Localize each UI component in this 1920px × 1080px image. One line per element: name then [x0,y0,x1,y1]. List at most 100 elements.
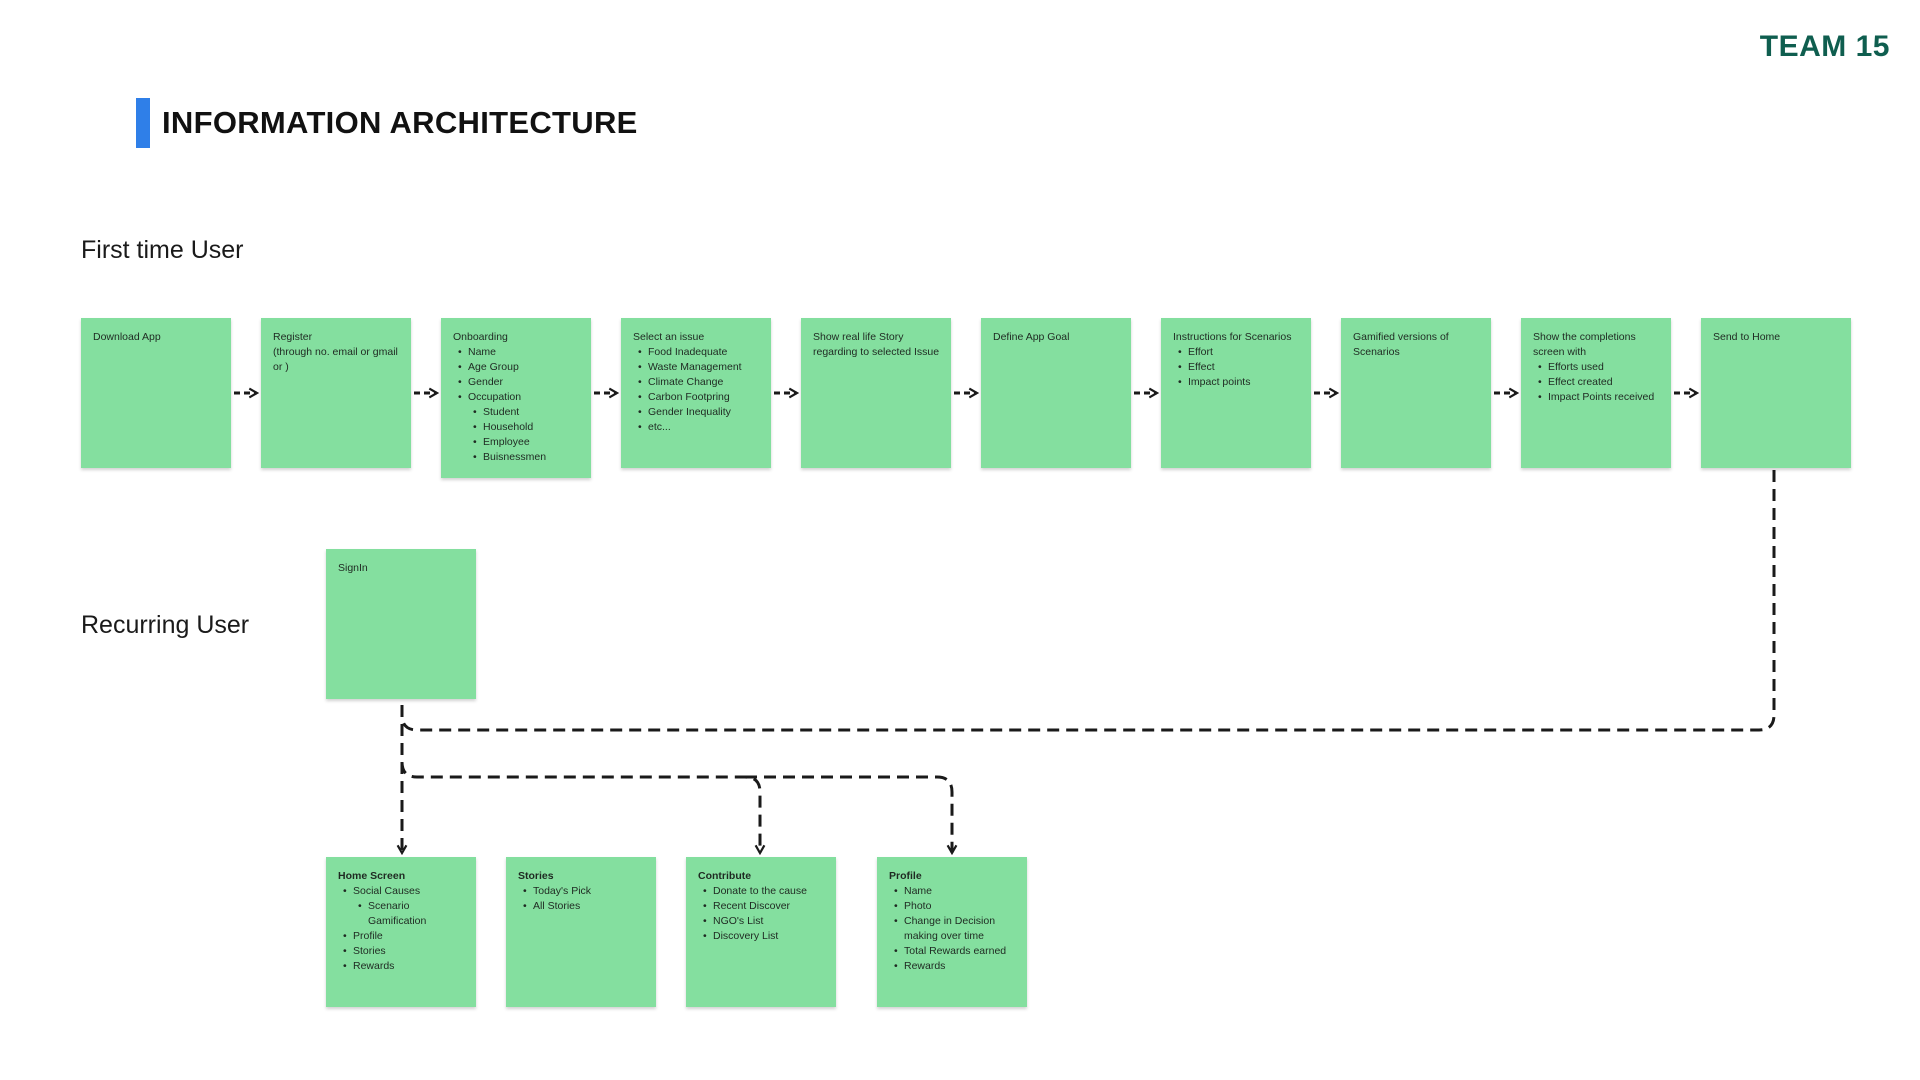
note-list-item: OccupationStudentHouseholdEmployeeBuisne… [458,390,581,465]
page-title: INFORMATION ARCHITECTURE [162,105,638,140]
sticky-note-contribute[interactable]: ContributeDonate to the causeRecent Disc… [686,857,836,1007]
note-list-item-text: Gender Inequality [648,406,731,418]
note-title: Profile [889,870,922,882]
note-list-item: Social CausesScenario Gamification [343,884,466,929]
note-list-item-text: Total Rewards earned [904,945,1007,957]
note-list-item-text: Profile [353,930,383,942]
note-title: Select an issue [633,331,705,343]
note-list-item-text: Effect [1188,361,1215,373]
sticky-note-onboarding[interactable]: OnboardingNameAge GroupGenderOccupationS… [441,318,591,478]
note-list-item: Stories [343,944,466,959]
note-list-item: Carbon Footpring [638,390,761,405]
note-title: Register (through no. email or gmail or … [273,331,398,373]
note-list: NamePhotoChange in Decision making over … [889,884,1017,974]
team-label: TEAM 15 [1759,30,1890,63]
note-list-item: Impact Points received [1538,390,1661,405]
note-list-item: Efforts used [1538,360,1661,375]
sticky-note-show-the-completions-screen-wi[interactable]: Show the completions screen withEfforts … [1521,318,1671,468]
note-list-item-text: Photo [904,900,932,912]
sticky-note-select-an-issue[interactable]: Select an issueFood InadequateWaste Mana… [621,318,771,468]
note-list-item: Profile [343,929,466,944]
note-list-item: Name [458,345,581,360]
note-title: Gamified versions of Scenarios [1353,331,1449,358]
note-list: Donate to the causeRecent DiscoverNGO's … [698,884,826,944]
note-list: EffortEffectImpact points [1173,345,1301,390]
sticky-note-define-app-goal[interactable]: Define App Goal [981,318,1131,468]
note-list-item-text: Stories [353,945,386,957]
sticky-note-gamified-versions-of-scenarios[interactable]: Gamified versions of Scenarios [1341,318,1491,468]
note-title: Define App Goal [993,331,1070,343]
note-sublist-item: Scenario Gamification [358,899,466,929]
note-list-item-text: Age Group [468,361,519,373]
sticky-note-stories[interactable]: StoriesToday's PickAll Stories [506,857,656,1007]
note-sublist-item: Student [473,405,581,420]
note-list-item-text: Rewards [904,960,946,972]
note-list-item: Age Group [458,360,581,375]
note-list-item-text: Discovery List [713,930,779,942]
sticky-note-home-screen[interactable]: Home ScreenSocial CausesScenario Gamific… [326,857,476,1007]
note-list-item-text: Occupation [468,391,522,403]
note-title: Home Screen [338,870,406,882]
note-list-item: Change in Decision making over time [894,914,1017,944]
note-list: Food InadequateWaste ManagementClimate C… [633,345,761,435]
note-list-item: etc... [638,420,761,435]
note-title: Show real life Story regarding to select… [813,331,940,358]
note-list-item: Photo [894,899,1017,914]
note-list-item-text: Recent Discover [713,900,791,912]
note-list-item: Rewards [343,959,466,974]
section-first-time-user: First time User [81,236,244,264]
note-list: NameAge GroupGenderOccupationStudentHous… [453,345,581,465]
section-recurring-user: Recurring User [81,611,250,639]
note-title: Send to Home [1713,331,1781,343]
note-title: SignIn [338,562,368,574]
note-sublist: Scenario Gamification [353,899,466,929]
note-list: Social CausesScenario GamificationProfil… [338,884,466,974]
sticky-note-register-through-no-email-or-g[interactable]: Register (through no. email or gmail or … [261,318,411,468]
note-list-item-text: Today's Pick [533,885,592,897]
note-title: Instructions for Scenarios [1173,331,1292,343]
note-list-item-text: Effort [1188,346,1213,358]
note-list-item-text: Effect created [1548,376,1613,388]
note-title: Onboarding [453,331,508,343]
sticky-note-download-app[interactable]: Download App [81,318,231,468]
note-list-item: Food Inadequate [638,345,761,360]
send-home-to-home-connector [400,470,1776,732]
note-list-item-text: Climate Change [648,376,724,388]
note-title: Stories [518,870,554,882]
note-list-item-text: Gender [468,376,504,388]
note-list-item-text: Name [904,885,933,897]
note-list-item-text: Change in Decision making over time [904,915,996,942]
note-list: Today's PickAll Stories [518,884,646,914]
sticky-note-signin[interactable]: SignIn [326,549,476,699]
note-list-item-text: Social Causes [353,885,421,897]
note-list-item: Impact points [1178,375,1301,390]
note-list-item: Effect [1178,360,1301,375]
note-title: Download App [93,331,161,343]
note-list-item-text: All Stories [533,900,581,912]
sticky-note-profile[interactable]: ProfileNamePhotoChange in Decision makin… [877,857,1027,1007]
note-list-item-text: Impact Points received [1548,391,1655,403]
note-sublist-item: Buisnessmen [473,450,581,465]
note-list-item: Climate Change [638,375,761,390]
note-list-item-text: Impact points [1188,376,1251,388]
sticky-note-instructions-for-scenarios[interactable]: Instructions for ScenariosEffortEffectIm… [1161,318,1311,468]
signin-to-contribute-connector [400,761,760,853]
note-title: Contribute [698,870,752,882]
note-list-item-text: Waste Management [648,361,742,373]
note-list-item: Total Rewards earned [894,944,1017,959]
note-list-item-text: Donate to the cause [713,885,807,897]
note-list-item-text: Efforts used [1548,361,1604,373]
note-list-item: Effort [1178,345,1301,360]
sticky-note-show-real-life-story-regarding[interactable]: Show real life Story regarding to select… [801,318,951,468]
note-list-item: Effect created [1538,375,1661,390]
note-list-item-text: etc... [648,421,671,433]
note-list-item-text: NGO's List [713,915,764,927]
page-title-group: INFORMATION ARCHITECTURE [136,98,638,148]
note-list-item: NGO's List [703,914,826,929]
note-list-item-text: Carbon Footpring [648,391,730,403]
note-list-item: Gender [458,375,581,390]
sticky-note-send-to-home[interactable]: Send to Home [1701,318,1851,468]
note-list-item: Rewards [894,959,1017,974]
note-list-item-text: Name [468,346,497,358]
note-list-item: Recent Discover [703,899,826,914]
